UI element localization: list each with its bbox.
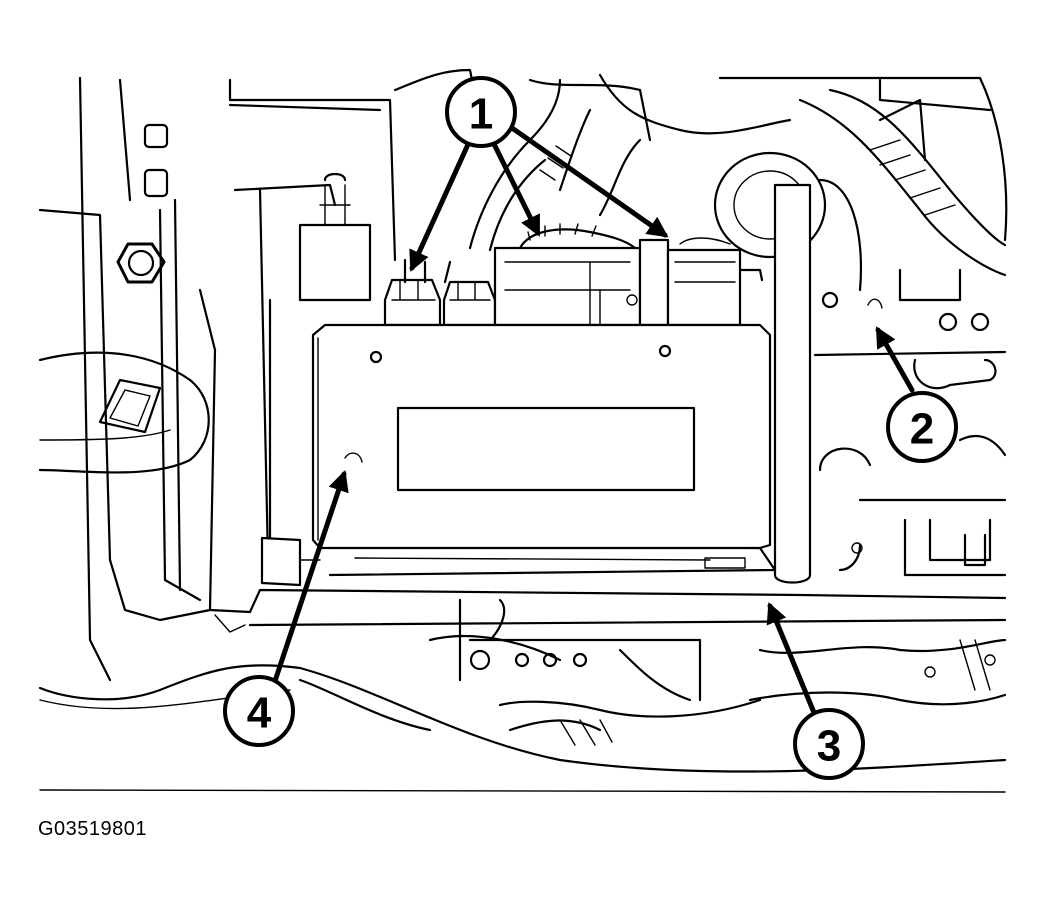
callout-4-label: 4 [247, 689, 272, 738]
callout-1: 1 [445, 76, 517, 148]
figure-baseline [39, 789, 1006, 793]
electronic-module [311, 298, 883, 550]
module-connectors [383, 78, 764, 327]
figure-id-code: G03519801 [38, 818, 148, 840]
callout-1-label: 1 [469, 90, 493, 139]
callout-3-label: 3 [817, 722, 841, 771]
callout-arrows [269, 125, 915, 718]
callout-4: 4 [223, 675, 295, 747]
callout-2: 2 [886, 391, 958, 463]
mounting-rail [208, 536, 1007, 633]
lower-wiring-harness [298, 598, 1007, 746]
callout-3: 3 [793, 708, 865, 780]
background-structure [38, 68, 1008, 773]
callout-2-label: 2 [910, 405, 934, 454]
